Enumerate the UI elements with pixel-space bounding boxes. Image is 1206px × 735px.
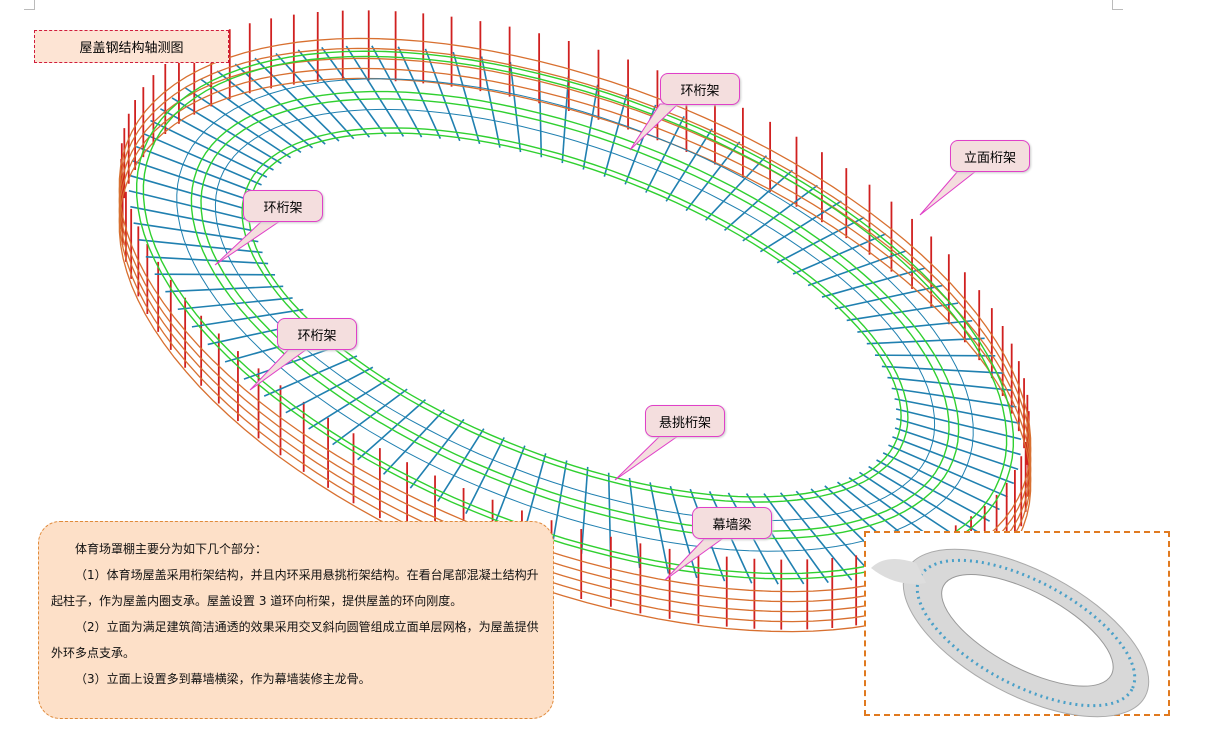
outer-ring-beam [118,47,1032,603]
description-intro: 体育场罩棚主要分为如下几个部分： [75,542,268,556]
callout-pointer [919,170,978,216]
callout-facade-truss: 立面桁架 [950,140,1030,172]
callout-pointer [214,220,282,266]
callout-ring-truss-mid: 环桁架 [277,318,357,350]
figure-title: 屋盖钢结构轴测图 [34,30,229,63]
outer-ring-beam [118,77,1032,633]
callout-curtain-wall-beam: 幕墙梁 [692,507,772,539]
roof-purlin [176,78,974,552]
description-box: 体育场罩棚主要分为如下几个部分： （1）体育场屋盖采用桁架结构，并且内环采用悬挑… [38,521,554,719]
outer-ring-beam [118,57,1032,613]
ring-truss [241,127,909,503]
callout-ring-truss-left: 环桁架 [243,190,323,222]
description-item-3: （3）立面上设置多到幕墙横梁，作为幕墙装修主龙骨。 [75,672,371,686]
stadium-overview-render [871,548,1150,718]
callout-cantilever-truss: 悬挑桁架 [645,405,725,437]
overview-inset [864,531,1170,718]
page-corner-mark [1112,0,1123,10]
callout-pointer [614,435,680,481]
ring-truss [136,50,1014,580]
callout-ring-truss-top: 环桁架 [660,73,740,105]
description-item-1: （1）体育场屋盖采用桁架结构，并且内环采用悬挑桁架结构。在看台尾部混凝土结构升起… [51,568,539,608]
description-item-2: （2）立面为满足建筑简洁通透的效果采用交叉斜向圆管组成立面单层网格，为屋盖提供外… [51,620,539,660]
callout-pointer [664,538,724,581]
outer-ring-beam [118,67,1032,623]
outer-ring-beam [118,37,1032,593]
roof-purlin [214,108,936,522]
ring-truss [248,132,902,498]
page-corner-mark [24,0,35,10]
ring-truss [142,55,1008,575]
